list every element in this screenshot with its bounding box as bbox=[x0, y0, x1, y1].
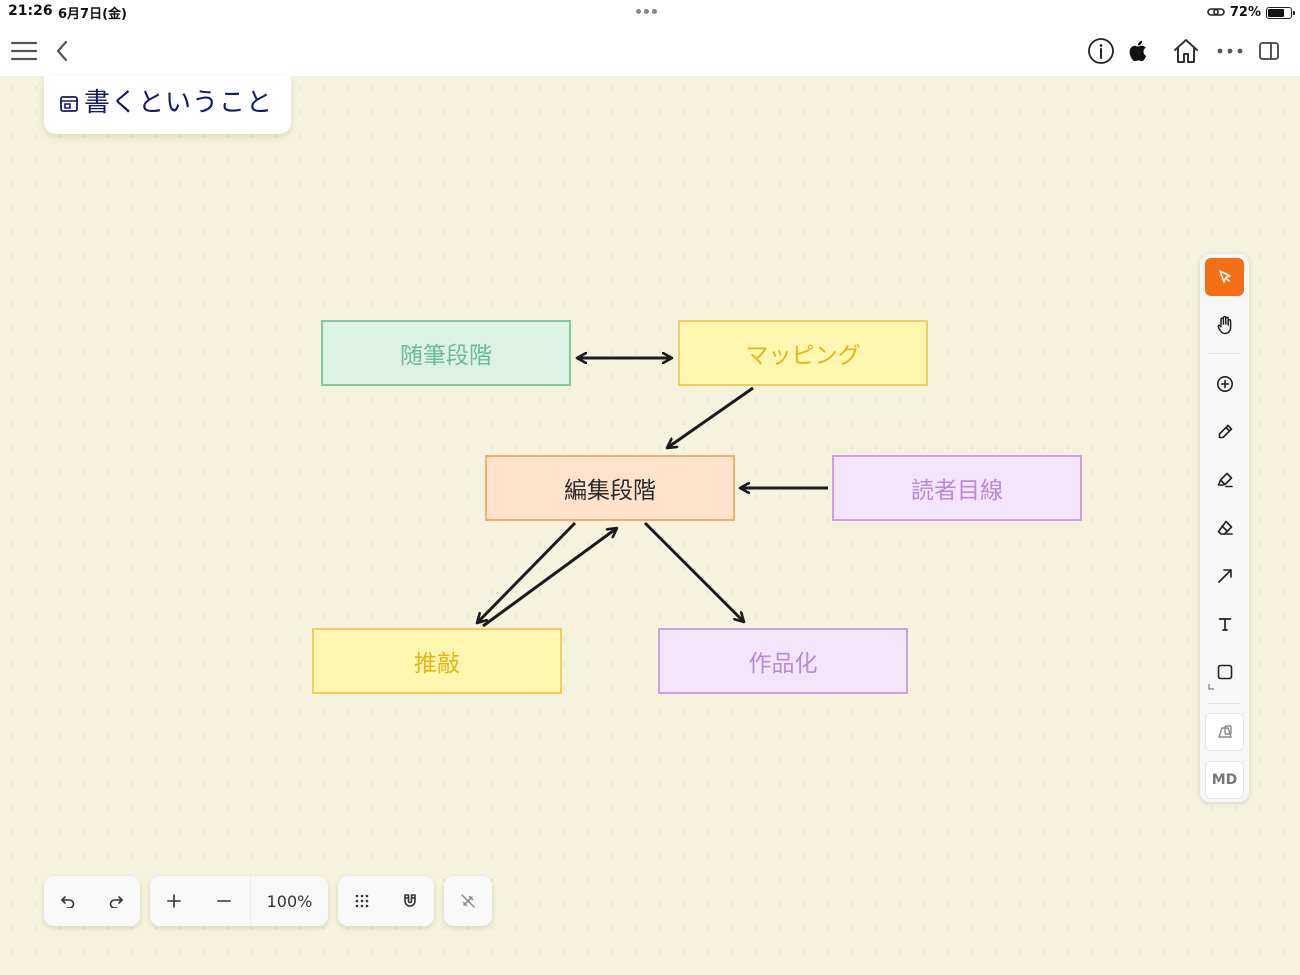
zoom-in-button[interactable] bbox=[150, 876, 198, 926]
sidebar-icon bbox=[1259, 42, 1279, 60]
palette-separator bbox=[1208, 353, 1241, 354]
markdown-button[interactable]: MD bbox=[1205, 761, 1244, 799]
arrow-mapping-henshu[interactable] bbox=[667, 386, 754, 448]
battery-percentage: 72% bbox=[1229, 5, 1261, 20]
grid-toggle-button[interactable] bbox=[338, 876, 386, 926]
hand-tool[interactable] bbox=[1205, 306, 1244, 344]
eraser-icon bbox=[1217, 520, 1233, 535]
palette-separator bbox=[1208, 703, 1241, 704]
minus-icon bbox=[217, 900, 231, 902]
text-icon bbox=[1218, 618, 1231, 631]
arrow-up-right-icon bbox=[1217, 569, 1232, 583]
board-title-card[interactable]: 書くということ bbox=[44, 76, 292, 134]
link-icon bbox=[1207, 3, 1225, 22]
tool-palette: MD bbox=[1200, 254, 1249, 802]
arrow-tool[interactable] bbox=[1205, 557, 1244, 595]
connector-controls bbox=[444, 876, 492, 926]
redo-icon bbox=[109, 896, 123, 908]
node-henshu[interactable]: 編集段階 bbox=[485, 455, 735, 521]
pointer-icon bbox=[1218, 270, 1231, 283]
multitasking-dots-icon[interactable] bbox=[636, 9, 657, 14]
node-label: 編集段階 bbox=[564, 478, 656, 504]
back-button[interactable] bbox=[46, 36, 78, 66]
info-button[interactable] bbox=[1085, 36, 1117, 66]
status-date: 6月7日(金) bbox=[58, 7, 127, 22]
pen-tool[interactable] bbox=[1205, 413, 1244, 451]
board-icon bbox=[60, 96, 78, 116]
corner-indicator-icon bbox=[1208, 684, 1214, 690]
more-horizontal-icon bbox=[1217, 48, 1243, 54]
connector-toggle-button[interactable] bbox=[444, 876, 492, 926]
grid-snap-controls bbox=[338, 876, 434, 926]
node-suikou[interactable]: 推敲 bbox=[312, 628, 562, 694]
pen-icon bbox=[1218, 424, 1232, 439]
node-zuihitsu[interactable]: 随筆段階 bbox=[321, 320, 571, 386]
status-right: 72% bbox=[1207, 3, 1295, 22]
top-toolbar bbox=[0, 26, 1300, 76]
hand-icon bbox=[1217, 315, 1231, 335]
add-tool[interactable] bbox=[1205, 365, 1244, 403]
home-button[interactable] bbox=[1170, 36, 1202, 66]
sidebar-toggle-button[interactable] bbox=[1253, 36, 1285, 66]
shapes-library-tool[interactable] bbox=[1205, 713, 1244, 751]
hamburger-icon bbox=[11, 41, 37, 61]
undo-icon bbox=[61, 896, 75, 908]
connector-off-icon bbox=[461, 894, 475, 908]
eraser-tool[interactable] bbox=[1205, 509, 1244, 547]
node-label: マッピング bbox=[745, 343, 861, 369]
node-label: 推敲 bbox=[414, 651, 460, 677]
status-time: 21:26 bbox=[8, 3, 53, 19]
text-tool[interactable] bbox=[1205, 605, 1244, 643]
home-icon bbox=[1174, 39, 1198, 63]
node-mapping[interactable]: マッピング bbox=[678, 320, 928, 386]
status-bar: 21:26 6月7日(金) 72% bbox=[0, 0, 1300, 26]
highlighter-tool[interactable] bbox=[1205, 461, 1244, 499]
more-button[interactable] bbox=[1214, 36, 1246, 66]
connectors-layer bbox=[0, 76, 828, 628]
zoom-level[interactable]: 100% bbox=[250, 876, 328, 926]
undo-button[interactable] bbox=[44, 876, 92, 926]
info-icon bbox=[1088, 38, 1114, 64]
board-title[interactable]: 書くということ bbox=[84, 88, 274, 118]
redo-button[interactable] bbox=[92, 876, 140, 926]
plus-circle-icon bbox=[1216, 376, 1233, 392]
arrow-suikou-henshu[interactable] bbox=[482, 528, 617, 628]
history-controls bbox=[44, 876, 140, 926]
select-tool[interactable] bbox=[1205, 258, 1244, 296]
menu-button[interactable] bbox=[8, 36, 40, 66]
arrow-henshu-sakuhin[interactable] bbox=[643, 521, 744, 622]
node-dokusha[interactable]: 読者目線 bbox=[832, 455, 1082, 521]
battery-icon bbox=[1266, 6, 1295, 19]
node-label: 読者目線 bbox=[911, 478, 1003, 504]
arrow-henshu-suikou[interactable] bbox=[477, 521, 577, 623]
chevron-left-icon bbox=[56, 40, 68, 62]
whiteboard-canvas[interactable]: 書くということ 随筆段階 マッピング 編集段階 読者目線 推敲 作品化 bbox=[0, 76, 1300, 975]
zoom-out-button[interactable] bbox=[198, 876, 250, 926]
node-sakuhin[interactable]: 作品化 bbox=[658, 628, 908, 694]
apple-icon bbox=[1129, 40, 1147, 62]
magnet-icon bbox=[404, 894, 416, 907]
highlighter-icon bbox=[1217, 472, 1233, 488]
square-icon bbox=[1217, 664, 1232, 680]
grid-dots-icon bbox=[355, 894, 369, 908]
node-label: 作品化 bbox=[748, 651, 818, 677]
shape-tool[interactable] bbox=[1205, 653, 1244, 691]
apple-button[interactable] bbox=[1123, 36, 1155, 66]
node-label: 随筆段階 bbox=[400, 343, 492, 369]
snap-toggle-button[interactable] bbox=[386, 876, 434, 926]
markdown-label: MD bbox=[1211, 772, 1238, 788]
shapes-icon bbox=[1217, 725, 1232, 738]
zoom-controls: 100% bbox=[150, 876, 328, 926]
plus-icon bbox=[167, 894, 181, 908]
